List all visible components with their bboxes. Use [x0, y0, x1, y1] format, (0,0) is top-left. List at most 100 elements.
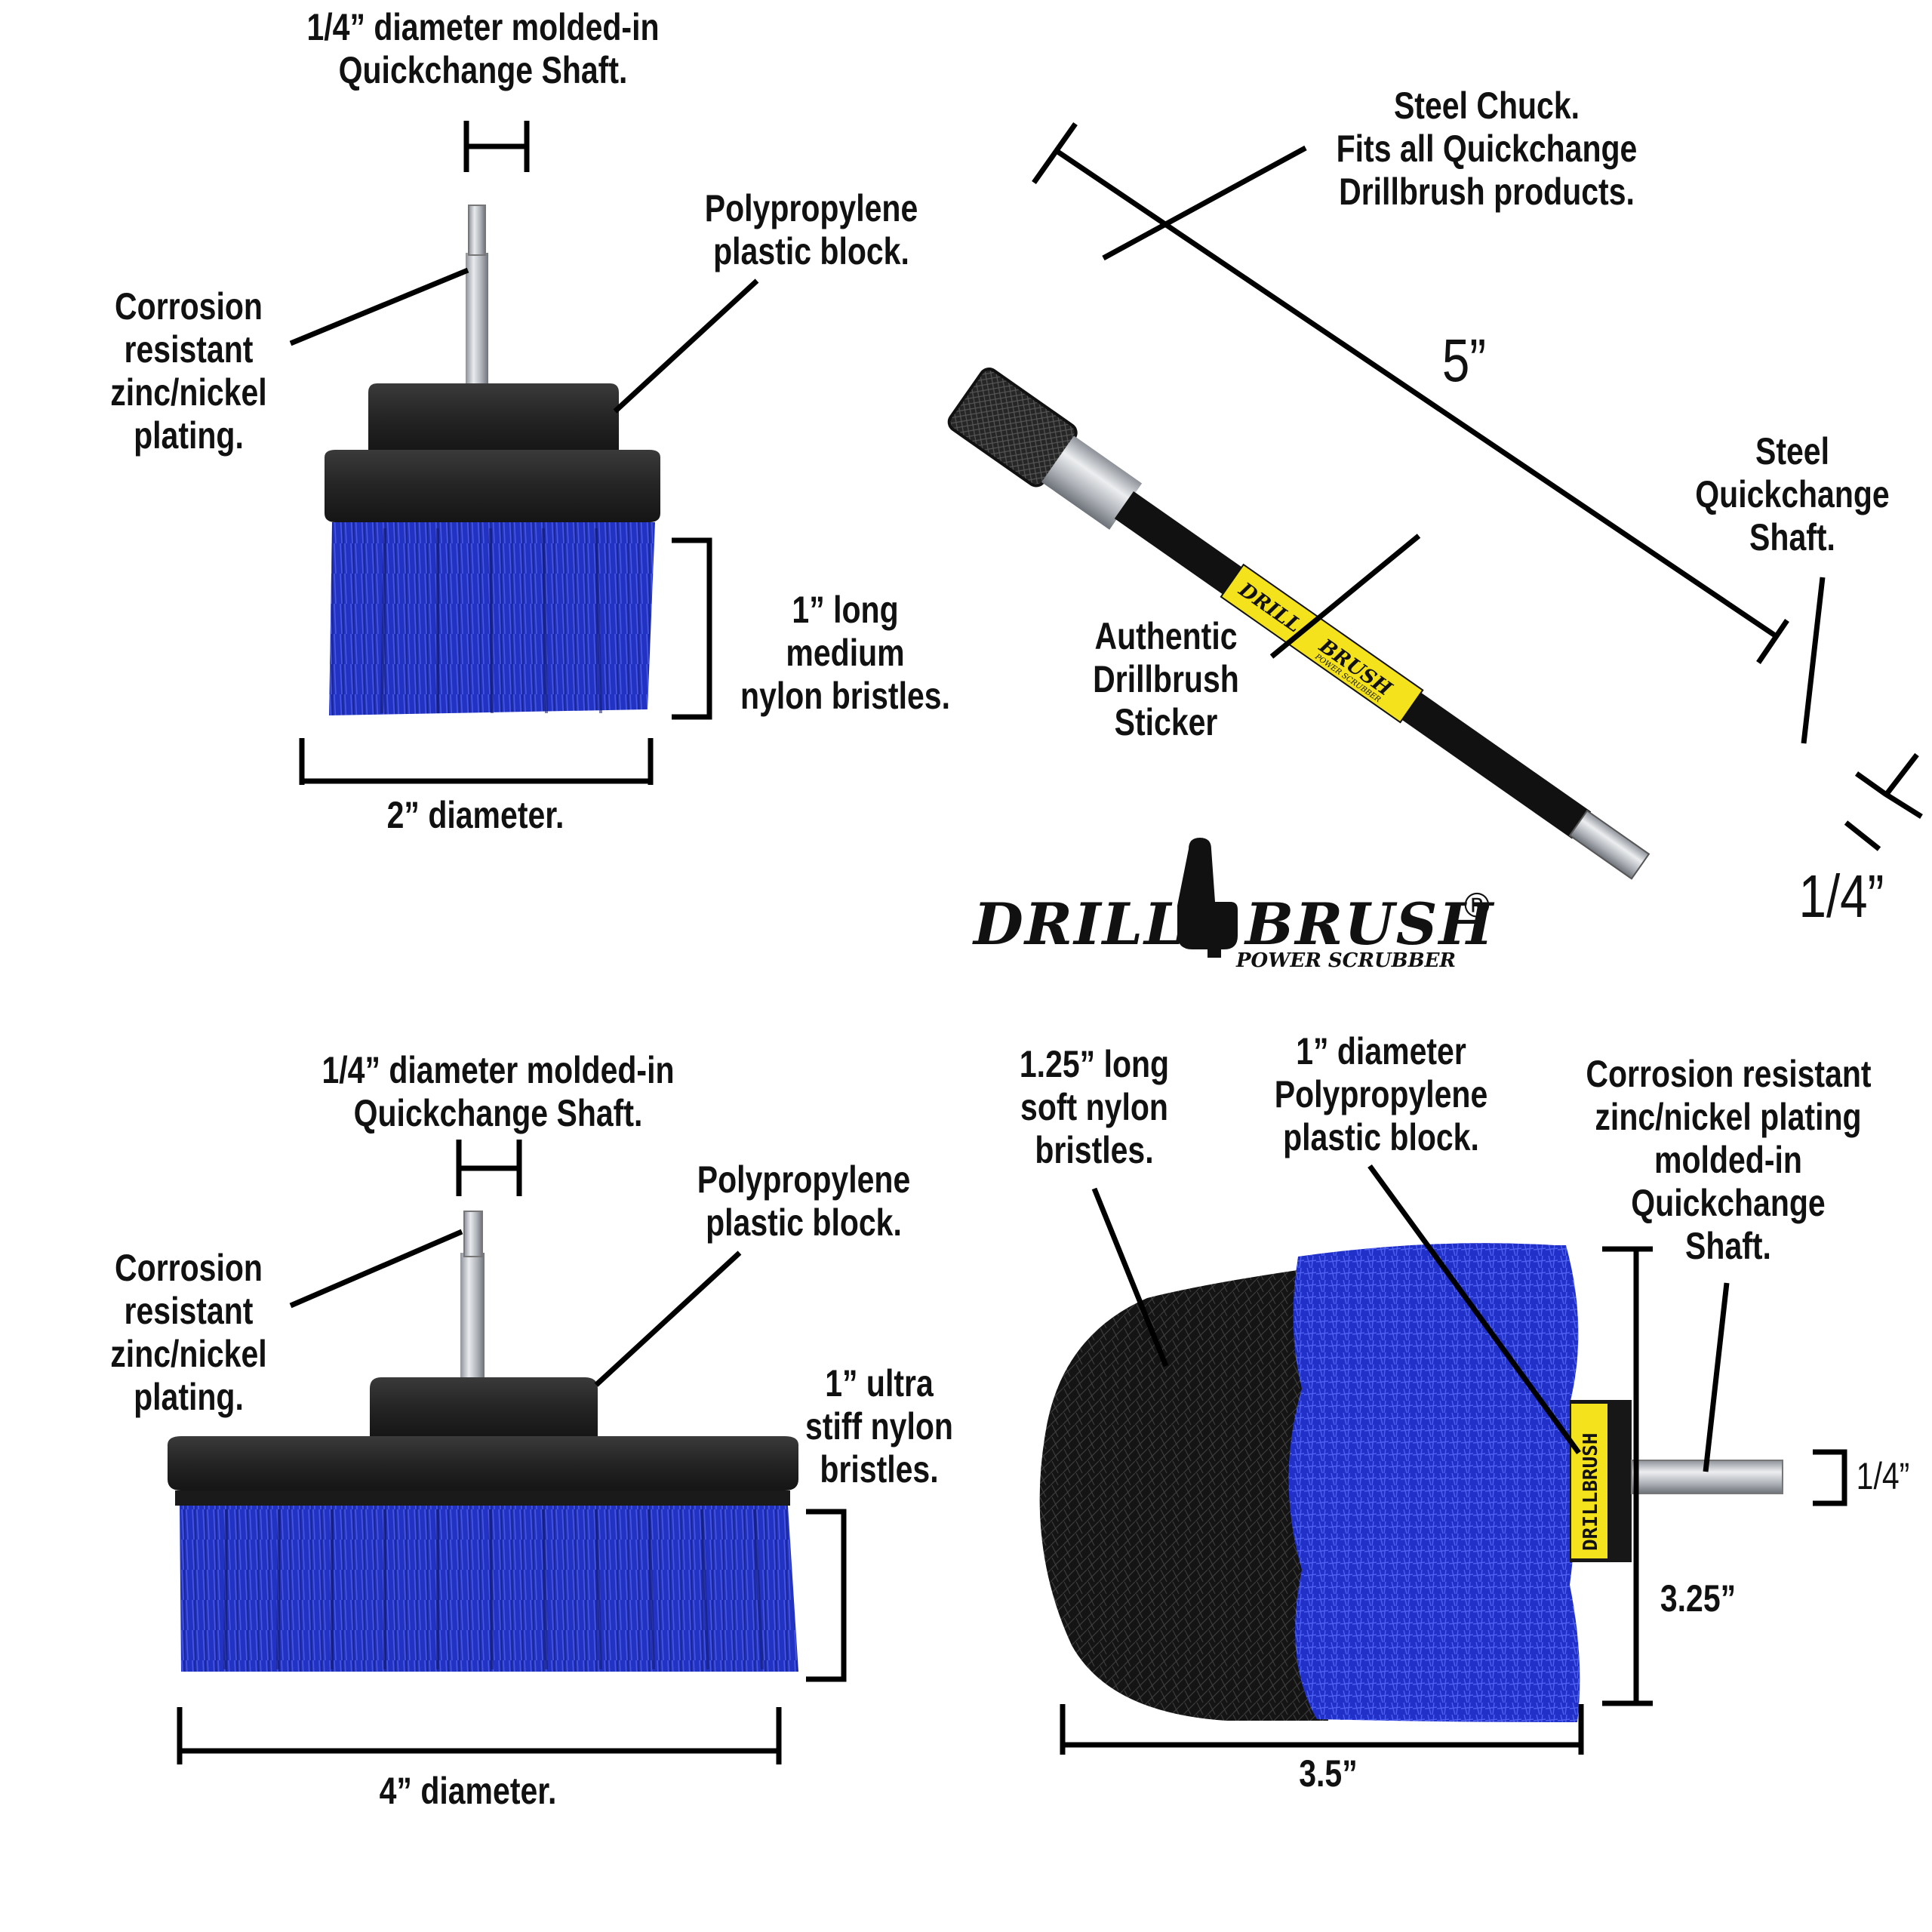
rb-width-text: 1/4” — [1856, 1455, 1910, 1497]
ext-width-label: 1/4” — [1777, 864, 1906, 929]
hex-shaft — [466, 253, 488, 389]
rb-shaft-line3: molded-in — [1654, 1139, 1802, 1181]
bl-shaft-label: 1/4” diameter molded-in Quickchange Shaf… — [306, 1049, 690, 1135]
bl-plating-line4: plating. — [134, 1376, 244, 1418]
annotations-top-left — [289, 121, 759, 785]
bristle-base — [175, 1491, 790, 1506]
tl-diameter-label: 2” diameter. — [358, 794, 593, 837]
annotations-bottom-left — [177, 1140, 847, 1764]
tl-diameter-text: 2” diameter. — [386, 794, 565, 836]
ext-shaft-line1: Steel — [1755, 430, 1829, 472]
logo-word-right: BRUSH — [1245, 891, 1495, 958]
ext-shaft-line3: Shaft. — [1749, 516, 1835, 558]
bl-plating-line2: resistant — [124, 1290, 254, 1332]
bl-shaft-line2: Quickchange Shaft. — [353, 1092, 643, 1134]
ext-length-label: 5” — [1414, 328, 1513, 393]
bl-block-line1: Polypropylene — [697, 1158, 911, 1201]
rb-length-text: 3.5” — [1299, 1752, 1358, 1795]
round-brush: DRILLBRUSH — [1039, 1243, 1783, 1722]
ext-width-text: 1/4” — [1798, 863, 1884, 930]
tl-plating-label: Corrosion resistant zinc/nickel plating. — [96, 285, 281, 457]
hex-shaft-tip — [468, 205, 486, 256]
rb-shaft-line2: zinc/nickel plating — [1595, 1096, 1862, 1138]
rb-height-label: 3.25” — [1648, 1577, 1747, 1620]
bl-diameter-text: 4” diameter. — [379, 1770, 557, 1812]
bl-plating-label: Corrosion resistant zinc/nickel plating. — [96, 1247, 281, 1419]
bl-bristle-label: 1” ultra stiff nylon bristles. — [795, 1362, 962, 1491]
rb-bristle-line3: bristles. — [1035, 1129, 1154, 1171]
tl-plating-line2: resistant — [124, 328, 254, 371]
tl-block-line1: Polypropylene — [704, 187, 918, 229]
flange — [325, 450, 660, 522]
bl-shaft-line1: 1/4” diameter molded-in — [321, 1049, 675, 1091]
tl-bristle-line2: medium — [786, 632, 905, 674]
rb-block-line3: plastic block. — [1283, 1116, 1479, 1158]
rb-block-label: 1” diameter Polypropylene plastic block. — [1263, 1030, 1499, 1159]
ext-sticker-line2: Drillbrush — [1093, 658, 1239, 700]
rb-block-line2: Polypropylene — [1274, 1073, 1488, 1115]
rb-bristle-label: 1.25” long soft nylon bristles. — [1001, 1043, 1187, 1172]
tl-plating-line3: zinc/nickel — [110, 371, 267, 414]
rb-width-label: 1/4” — [1846, 1455, 1920, 1498]
flange — [168, 1436, 798, 1491]
small-disc-brush — [325, 205, 660, 715]
extension-bar: DRILL BRUSH POWER SCRUBBER — [947, 368, 1651, 880]
rb-block-line1: 1” diameter — [1296, 1030, 1466, 1072]
bl-bristle-line1: 1” ultra — [825, 1362, 934, 1404]
bl-diameter-label: 4” diameter. — [350, 1770, 586, 1813]
polypropylene-block — [368, 383, 619, 453]
bl-block-label: Polypropylene plastic block. — [683, 1158, 924, 1244]
logo-tagline: POWER SCRUBBER — [1236, 949, 1457, 972]
ext-length-text: 5” — [1441, 327, 1487, 394]
ext-shaft-label: Steel Quickchange Shaft. — [1690, 430, 1895, 559]
ext-shaft-line2: Quickchange — [1695, 473, 1890, 515]
rb-height-text: 3.25” — [1660, 1577, 1737, 1620]
ext-sticker-line3: Sticker — [1114, 701, 1218, 743]
ext-chuck-line1: Steel Chuck. — [1393, 85, 1580, 127]
rb-bristle-line1: 1.25” long — [1019, 1043, 1170, 1085]
chuck-collar — [1041, 435, 1143, 530]
bl-block-line2: plastic block. — [706, 1201, 902, 1244]
tl-block-line2: plastic block. — [713, 230, 909, 272]
logo-registered: ® — [1464, 885, 1490, 924]
rb-shaft-line1: Corrosion resistant — [1586, 1053, 1872, 1095]
tl-plating-line4: plating. — [134, 414, 244, 457]
bl-bristle-line2: stiff nylon — [805, 1405, 953, 1447]
blue-bristles — [180, 1506, 798, 1672]
drillbrush-sticker — [1220, 563, 1424, 724]
bl-bristle-line3: bristles. — [820, 1448, 939, 1491]
tl-plating-line1: Corrosion — [115, 285, 263, 328]
rb-shaft-line5: Shaft. — [1685, 1225, 1771, 1267]
steel-quickchange-shaft — [1568, 809, 1651, 880]
tl-bristle-label: 1” long medium nylon bristles. — [728, 589, 963, 718]
rb-shaft-label: Corrosion resistant zinc/nickel plating … — [1586, 1053, 1872, 1268]
tl-shaft-label: 1/4” diameter molded-in Quickchange Shaf… — [291, 6, 675, 92]
annotations-round-brush — [1060, 1164, 1847, 1755]
drillbrush-logo: DRILL BRUSH ® POWER SCRUBBER — [974, 885, 1502, 974]
collar-sticker-text: DRILLBRUSH — [1580, 1432, 1602, 1551]
ext-chuck-line3: Drillbrush products. — [1339, 171, 1635, 213]
tl-bristle-line1: 1” long — [792, 589, 899, 631]
ext-chuck-line2: Fits all Quickchange — [1336, 128, 1638, 170]
ext-chuck-label: Steel Chuck. Fits all Quickchange Drillb… — [1320, 85, 1654, 214]
bl-plating-line1: Corrosion — [115, 1247, 263, 1289]
annotations-extension — [1032, 122, 1923, 851]
tl-block-label: Polypropylene plastic block. — [691, 187, 932, 273]
ext-sticker-line1: Authentic — [1094, 615, 1238, 657]
tl-bristle-line3: nylon bristles. — [740, 675, 950, 717]
logo-word-left: DRILL — [974, 891, 1186, 958]
polypropylene-block — [370, 1377, 598, 1438]
hex-shaft — [460, 1253, 485, 1389]
tl-shaft-label-line1: 1/4” diameter molded-in — [306, 6, 660, 48]
tl-shaft-label-line2: Quickchange Shaft. — [338, 49, 628, 91]
hex-shaft-tip — [463, 1211, 483, 1257]
blue-bristles-round — [1288, 1243, 1580, 1722]
ext-sticker-label: Authentic Drillbrush Sticker — [1070, 615, 1262, 744]
large-disc-brush — [168, 1211, 798, 1672]
rb-length-label: 3.5” — [1278, 1752, 1377, 1795]
drillbrush-logo-icon — [1177, 838, 1238, 958]
black-bristles — [1039, 1268, 1328, 1721]
rb-shaft-line4: Quickchange — [1631, 1182, 1826, 1224]
rb-bristle-line2: soft nylon — [1020, 1086, 1168, 1128]
